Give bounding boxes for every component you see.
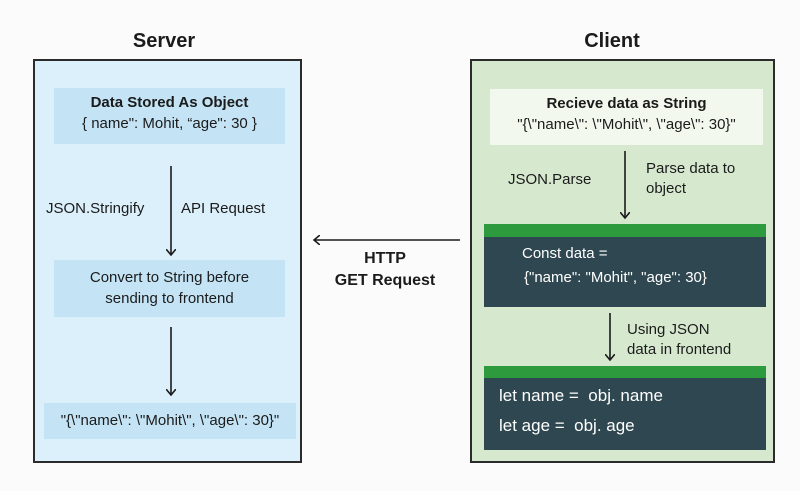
let-line-2: let age = obj. age bbox=[499, 416, 635, 435]
using-line-1: Using JSON bbox=[627, 321, 710, 338]
string-result-text: "{\"name\": \"Mohit\", \"age\": 30}" bbox=[60, 412, 280, 429]
string-result-box: "{\"name\": \"Mohit\", \"age\": 30}" bbox=[44, 403, 296, 439]
http-get-request-label: HTTP GET Request bbox=[310, 248, 460, 292]
receive-value: "{\"name\": \"Mohit\", \"age\": 30}" bbox=[517, 116, 736, 133]
let-code-box: let name = obj. name let age = obj. age bbox=[484, 378, 766, 450]
using-json-label: Using JSON data in frontend bbox=[627, 320, 731, 360]
const-line-2: {"name": "Mohit", "age": 30} bbox=[524, 269, 707, 286]
convert-line-2: sending to frontend bbox=[105, 290, 234, 307]
parse-desc-line-2: object bbox=[646, 180, 687, 197]
stored-object-box: Data Stored As Object { name": Mohit, “a… bbox=[54, 88, 285, 144]
parse-description: Parse data to object bbox=[646, 159, 735, 199]
let-box-header-bar bbox=[484, 366, 766, 378]
stored-object-title: Data Stored As Object bbox=[90, 94, 249, 111]
server-title: Server bbox=[132, 30, 196, 52]
const-data-box: Const data = {"name": "Mohit", "age": 30… bbox=[484, 237, 766, 307]
let-line-1: let name = obj. name bbox=[499, 386, 663, 405]
http-label-line-2: GET Request bbox=[334, 272, 436, 289]
json-parse-label: JSON.Parse bbox=[508, 171, 592, 188]
const-box-header-bar bbox=[484, 224, 766, 237]
api-request-label: API Request bbox=[181, 200, 266, 217]
http-label-line-1: HTTP bbox=[364, 250, 406, 267]
const-line-1: Const data = bbox=[522, 245, 608, 262]
convert-string-box: Convert to String before sending to fron… bbox=[54, 260, 285, 317]
client-title: Client bbox=[584, 30, 640, 52]
convert-line-1: Convert to String before bbox=[89, 269, 250, 286]
using-line-2: data in frontend bbox=[627, 341, 732, 358]
receive-string-box: Recieve data as String "{\"name\": \"Moh… bbox=[490, 89, 763, 145]
json-stringify-label: JSON.Stringify bbox=[46, 200, 145, 217]
stored-object-value: { name": Mohit, “age": 30 } bbox=[82, 115, 257, 132]
receive-title: Recieve data as String bbox=[546, 95, 707, 112]
parse-desc-line-1: Parse data to bbox=[646, 160, 736, 177]
